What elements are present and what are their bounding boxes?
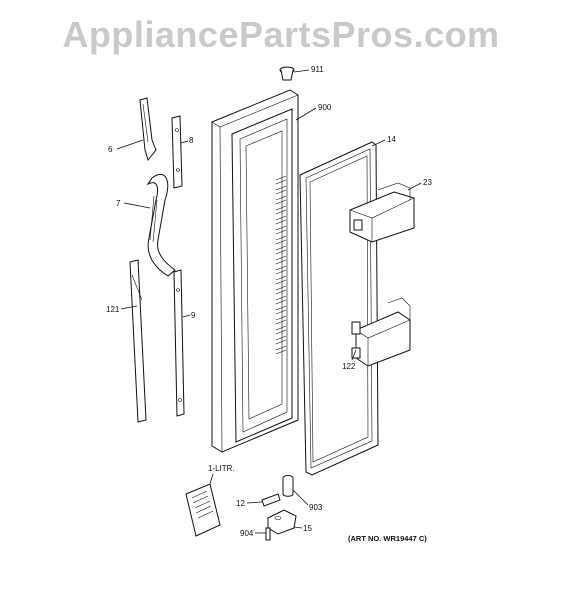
part-8-strip (171, 115, 189, 189)
label-6: 6 (108, 145, 113, 154)
door-cleats (275, 175, 287, 355)
label-9: 9 (191, 311, 196, 320)
part-7-handle (123, 173, 176, 277)
literature-booklet (185, 473, 221, 537)
label-15: 15 (303, 524, 312, 533)
part-23-door-bin (349, 182, 422, 243)
label-12: 12 (236, 499, 245, 508)
part-903-cylinder (282, 475, 309, 506)
part-14-gasket (299, 139, 386, 476)
part-121-handle-trim (120, 259, 147, 423)
label-911: 911 (311, 65, 324, 74)
label-900: 900 (318, 103, 332, 112)
label-14: 14 (387, 135, 396, 144)
label-903: 903 (309, 503, 323, 512)
art-number: (ART NO. WR19447 C) (348, 534, 427, 543)
label-122: 122 (342, 362, 356, 371)
part-122-bin-bracket (351, 297, 411, 367)
label-121: 121 (106, 305, 120, 314)
part-900-door (211, 89, 317, 453)
label-904: 904 (240, 529, 254, 538)
part-15-hinge-block (267, 509, 303, 535)
label-1-litr: 1-LITR. (208, 464, 235, 473)
part-911-cap (279, 66, 310, 81)
part-904-pin (255, 527, 271, 541)
label-23: 23 (423, 178, 432, 187)
watermark-text: AppliancePartsPros.com (62, 14, 500, 55)
part-12-clip (246, 493, 281, 507)
label-8: 8 (189, 136, 194, 145)
label-7: 7 (116, 199, 121, 208)
part-6-handle-trim (116, 97, 157, 162)
part-9-strip (173, 269, 191, 417)
